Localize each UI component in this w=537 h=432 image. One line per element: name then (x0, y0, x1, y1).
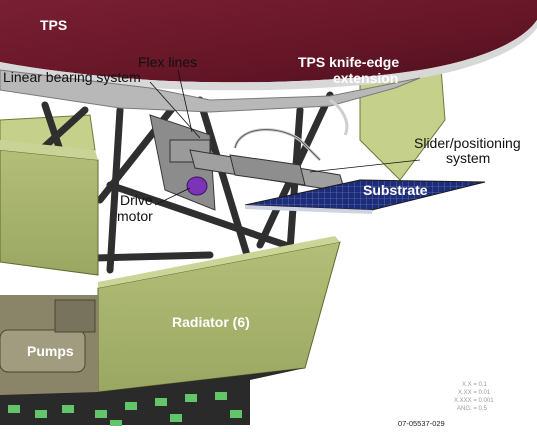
substrate-panel (244, 179, 486, 211)
tps-knife-edge-label-line1: TPS knife-edge (298, 54, 400, 70)
pumps-label: Pumps (27, 343, 74, 359)
drive-motor-label-line2: motor (117, 208, 153, 224)
linear-bearing-label: Linear bearing system (3, 69, 141, 85)
slider-body (229, 154, 306, 186)
base-pads (8, 392, 242, 426)
radiator-left-upper (0, 149, 99, 276)
tps-knife-edge-label-line2: extension (333, 70, 399, 86)
substrate-label: Substrate (363, 182, 428, 198)
tolerance-2: X.XX = 0.01 (458, 390, 491, 396)
flex-line-upper (329, 98, 349, 136)
radiator-label: Radiator (6) (172, 314, 250, 330)
tps-knife-edge-extension (0, 69, 421, 113)
slider-label-line1: Slider/positioning (414, 135, 521, 151)
tolerance-1: X.X = 0.1 (462, 382, 487, 388)
bus-base (0, 368, 305, 425)
figure-id: 07-05537-029 (398, 419, 445, 428)
radiator-left-upper-top (0, 140, 98, 160)
slider-label-line2: system (446, 150, 491, 166)
tolerance-3: X.XXX = 0.001 (454, 398, 494, 404)
tolerance-4: ANG. = 0.5 (457, 406, 487, 412)
drive-motor-label-line1: Drive (120, 192, 153, 208)
drive-motor (186, 176, 208, 196)
flex-lines-label: Flex lines (138, 54, 198, 70)
tps-label: TPS (40, 17, 68, 33)
tps-rim (0, 20, 537, 91)
leader-lines (149, 69, 421, 206)
tps-dish (0, 0, 537, 83)
